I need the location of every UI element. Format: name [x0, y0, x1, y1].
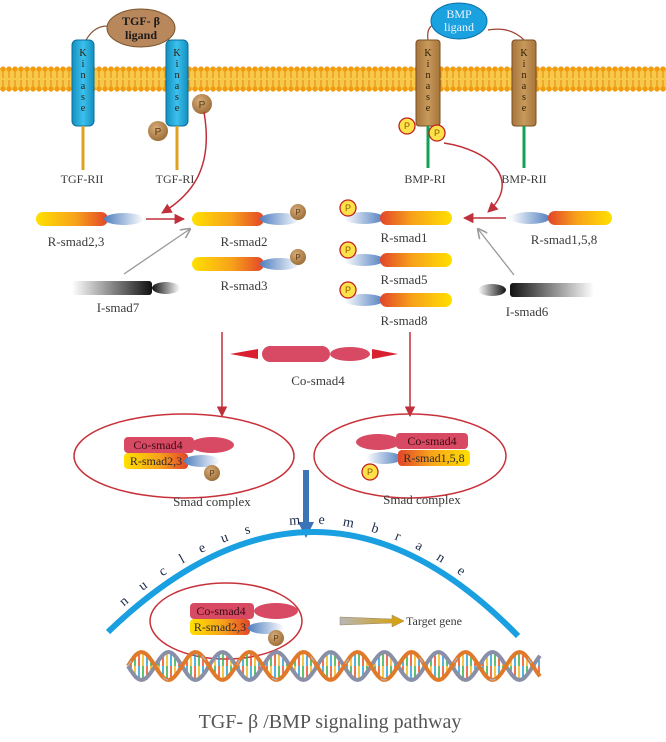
bmp-ligand-label-1: BMP	[446, 7, 472, 21]
svg-text:n: n	[426, 70, 431, 81]
svg-text:s: s	[522, 92, 526, 103]
smad-complex-nucleus: P	[149, 582, 303, 660]
cell-membrane	[0, 66, 666, 92]
bmp-rii-label: BMP-RII	[501, 172, 546, 186]
i-smad6-inhibition-arrow	[478, 229, 515, 276]
right-complex-co-smad4: Co-smad4	[407, 434, 456, 448]
target-gene-label: Target gene	[406, 614, 462, 628]
i-smad6	[478, 283, 594, 297]
i-smad7-inhibition-arrow	[123, 229, 190, 275]
left-complex-r-smad: R-smad2,3	[130, 454, 182, 468]
svg-text:a: a	[522, 81, 527, 92]
r-smad8-active: P	[339, 281, 452, 307]
tgf-ligand-label-2: ligand	[125, 28, 157, 42]
svg-text:e: e	[175, 103, 180, 114]
svg-text:s: s	[426, 92, 430, 103]
bmp-ligand: BMP ligand	[430, 2, 488, 40]
svg-text:n: n	[81, 70, 86, 81]
r-smad3-label: R-smad3	[221, 278, 268, 293]
co-smad4-free	[230, 346, 398, 362]
figure-title: TGF- β /BMP signaling pathway	[199, 711, 462, 733]
i-smad7	[72, 281, 180, 295]
r-smad5-label: R-smad5	[381, 272, 428, 287]
svg-text:i: i	[176, 59, 179, 70]
svg-text:P: P	[345, 245, 351, 255]
r-smad158-label: R-smad1,5,8	[531, 232, 597, 247]
bmp-ri-label: BMP-RI	[404, 172, 445, 186]
r-smad158-inactive	[510, 211, 612, 225]
svg-text:i: i	[523, 59, 526, 70]
r-smad5-active: P	[339, 241, 452, 267]
svg-text:P: P	[155, 127, 162, 138]
smad-complex-right: P	[313, 413, 507, 499]
svg-text:P: P	[273, 634, 278, 643]
r-smad2-label: R-smad2	[221, 234, 268, 249]
dna-double-helix	[126, 649, 542, 683]
svg-text:P: P	[345, 203, 351, 213]
right-complex-r-smad: R-smad1,5,8	[403, 451, 464, 465]
svg-text:e: e	[426, 103, 431, 114]
svg-text:e: e	[81, 103, 86, 114]
svg-text:P: P	[434, 128, 440, 138]
right-complex-caption: Smad complex	[383, 492, 461, 507]
i-smad7-label: I-smad7	[97, 300, 140, 315]
tgf-phospho-group: P P	[148, 94, 212, 141]
left-complex-co-smad4: Co-smad4	[133, 438, 182, 452]
svg-text:P: P	[404, 121, 410, 131]
smad-complex-left: P	[73, 413, 295, 499]
r-smad23-inactive	[36, 212, 144, 226]
r-smad2-active: P	[192, 204, 306, 226]
svg-text:n: n	[522, 70, 527, 81]
svg-text:P: P	[199, 100, 206, 111]
nucleus-complex-co-smad4: Co-smad4	[196, 604, 245, 618]
svg-text:P: P	[295, 253, 300, 262]
svg-text:P: P	[345, 285, 351, 295]
co-smad4-label: Co-smad4	[291, 373, 345, 388]
svg-text:n: n	[175, 70, 180, 81]
svg-text:P: P	[367, 467, 373, 477]
svg-text:s: s	[175, 92, 179, 103]
svg-text:a: a	[426, 81, 431, 92]
svg-text:a: a	[175, 81, 180, 92]
left-complex-caption: Smad complex	[173, 494, 251, 509]
tgf-rii-label: TGF-RII	[61, 172, 104, 186]
bmp-ligand-label-2: ligand	[444, 20, 474, 34]
tgf-ri-label: TGF-RI	[156, 172, 195, 186]
bmp-phospho-group: P P	[398, 117, 446, 142]
svg-text:s: s	[81, 92, 85, 103]
tgf-phosphorylation-arrow	[161, 111, 208, 214]
svg-text:P: P	[209, 469, 214, 478]
svg-text:i: i	[82, 59, 85, 70]
i-smad6-label: I-smad6	[506, 304, 549, 319]
tgf-ligand-label-1: TGF- β	[122, 14, 160, 28]
svg-text:e: e	[522, 103, 527, 114]
r-smad1-active: P	[339, 199, 452, 225]
r-smad8-label: R-smad8	[381, 313, 428, 328]
bmp-phosphorylation-arrow	[443, 142, 503, 213]
svg-text:K: K	[173, 48, 181, 59]
svg-text:a: a	[81, 81, 86, 92]
svg-text:K: K	[520, 48, 528, 59]
r-smad1-label: R-smad1	[381, 230, 428, 245]
nucleus-complex-r-smad: R-smad2,3	[194, 620, 246, 634]
svg-text:i: i	[427, 59, 430, 70]
tgf-beta-ligand: TGF- β ligand	[106, 8, 176, 48]
svg-text:K: K	[79, 48, 87, 59]
r-smad3-active: P	[192, 249, 306, 271]
svg-text:P: P	[295, 208, 300, 217]
r-smad23-label: R-smad2,3	[48, 234, 105, 249]
svg-text:K: K	[424, 48, 432, 59]
target-gene-arrow	[339, 614, 405, 628]
